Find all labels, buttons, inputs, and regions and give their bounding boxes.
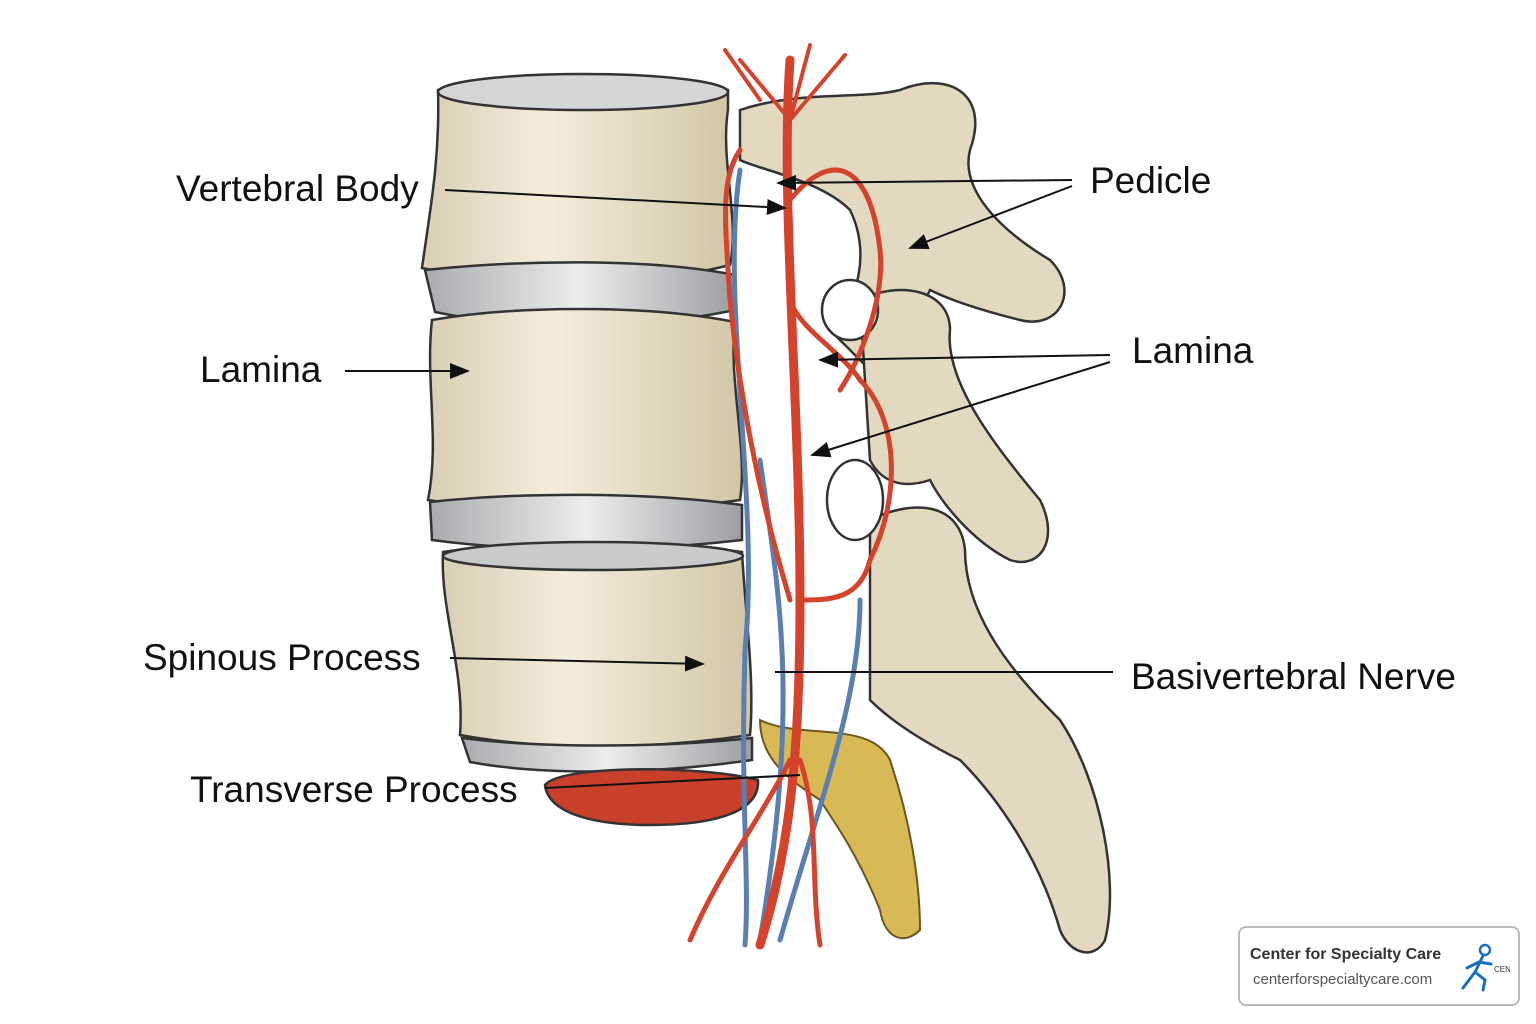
watermark-url: centerforspecialtycare.com <box>1253 971 1433 988</box>
leader-lines <box>345 174 1113 789</box>
arrow-vertebral-body <box>444 189 787 216</box>
label-lamina-left: Lamina <box>200 349 322 390</box>
vessels <box>687 43 894 950</box>
arrow-pedicle-1 <box>776 174 1073 191</box>
arrow-spinous-process <box>449 655 705 672</box>
label-basivertebral-nerve: Basivertebral Nerve <box>1131 656 1456 697</box>
dural-sac <box>758 718 922 940</box>
watermark-name: Center for Specialty Care <box>1250 946 1442 963</box>
vertebral-bodies <box>420 72 760 827</box>
label-spinous-process: Spinous Process <box>143 637 421 678</box>
red-tissue <box>543 768 760 827</box>
arrow-pedicle-2 <box>908 185 1073 250</box>
watermark-badge: Center for Specialty Care centerforspeci… <box>1238 926 1520 1006</box>
arrow-lamina-right-2 <box>810 361 1111 458</box>
line-transverse-process <box>544 774 801 789</box>
svg-text:CEN: CEN <box>1494 965 1510 974</box>
label-pedicle: Pedicle <box>1090 160 1212 201</box>
label-transverse-process: Transverse Process <box>190 769 518 810</box>
arrow-lamina-right-1 <box>818 351 1111 368</box>
label-vertebral-body: Vertebral Body <box>176 168 419 209</box>
runner-logo-icon: CEN <box>1461 943 1510 992</box>
label-lamina-right: Lamina <box>1132 330 1254 371</box>
